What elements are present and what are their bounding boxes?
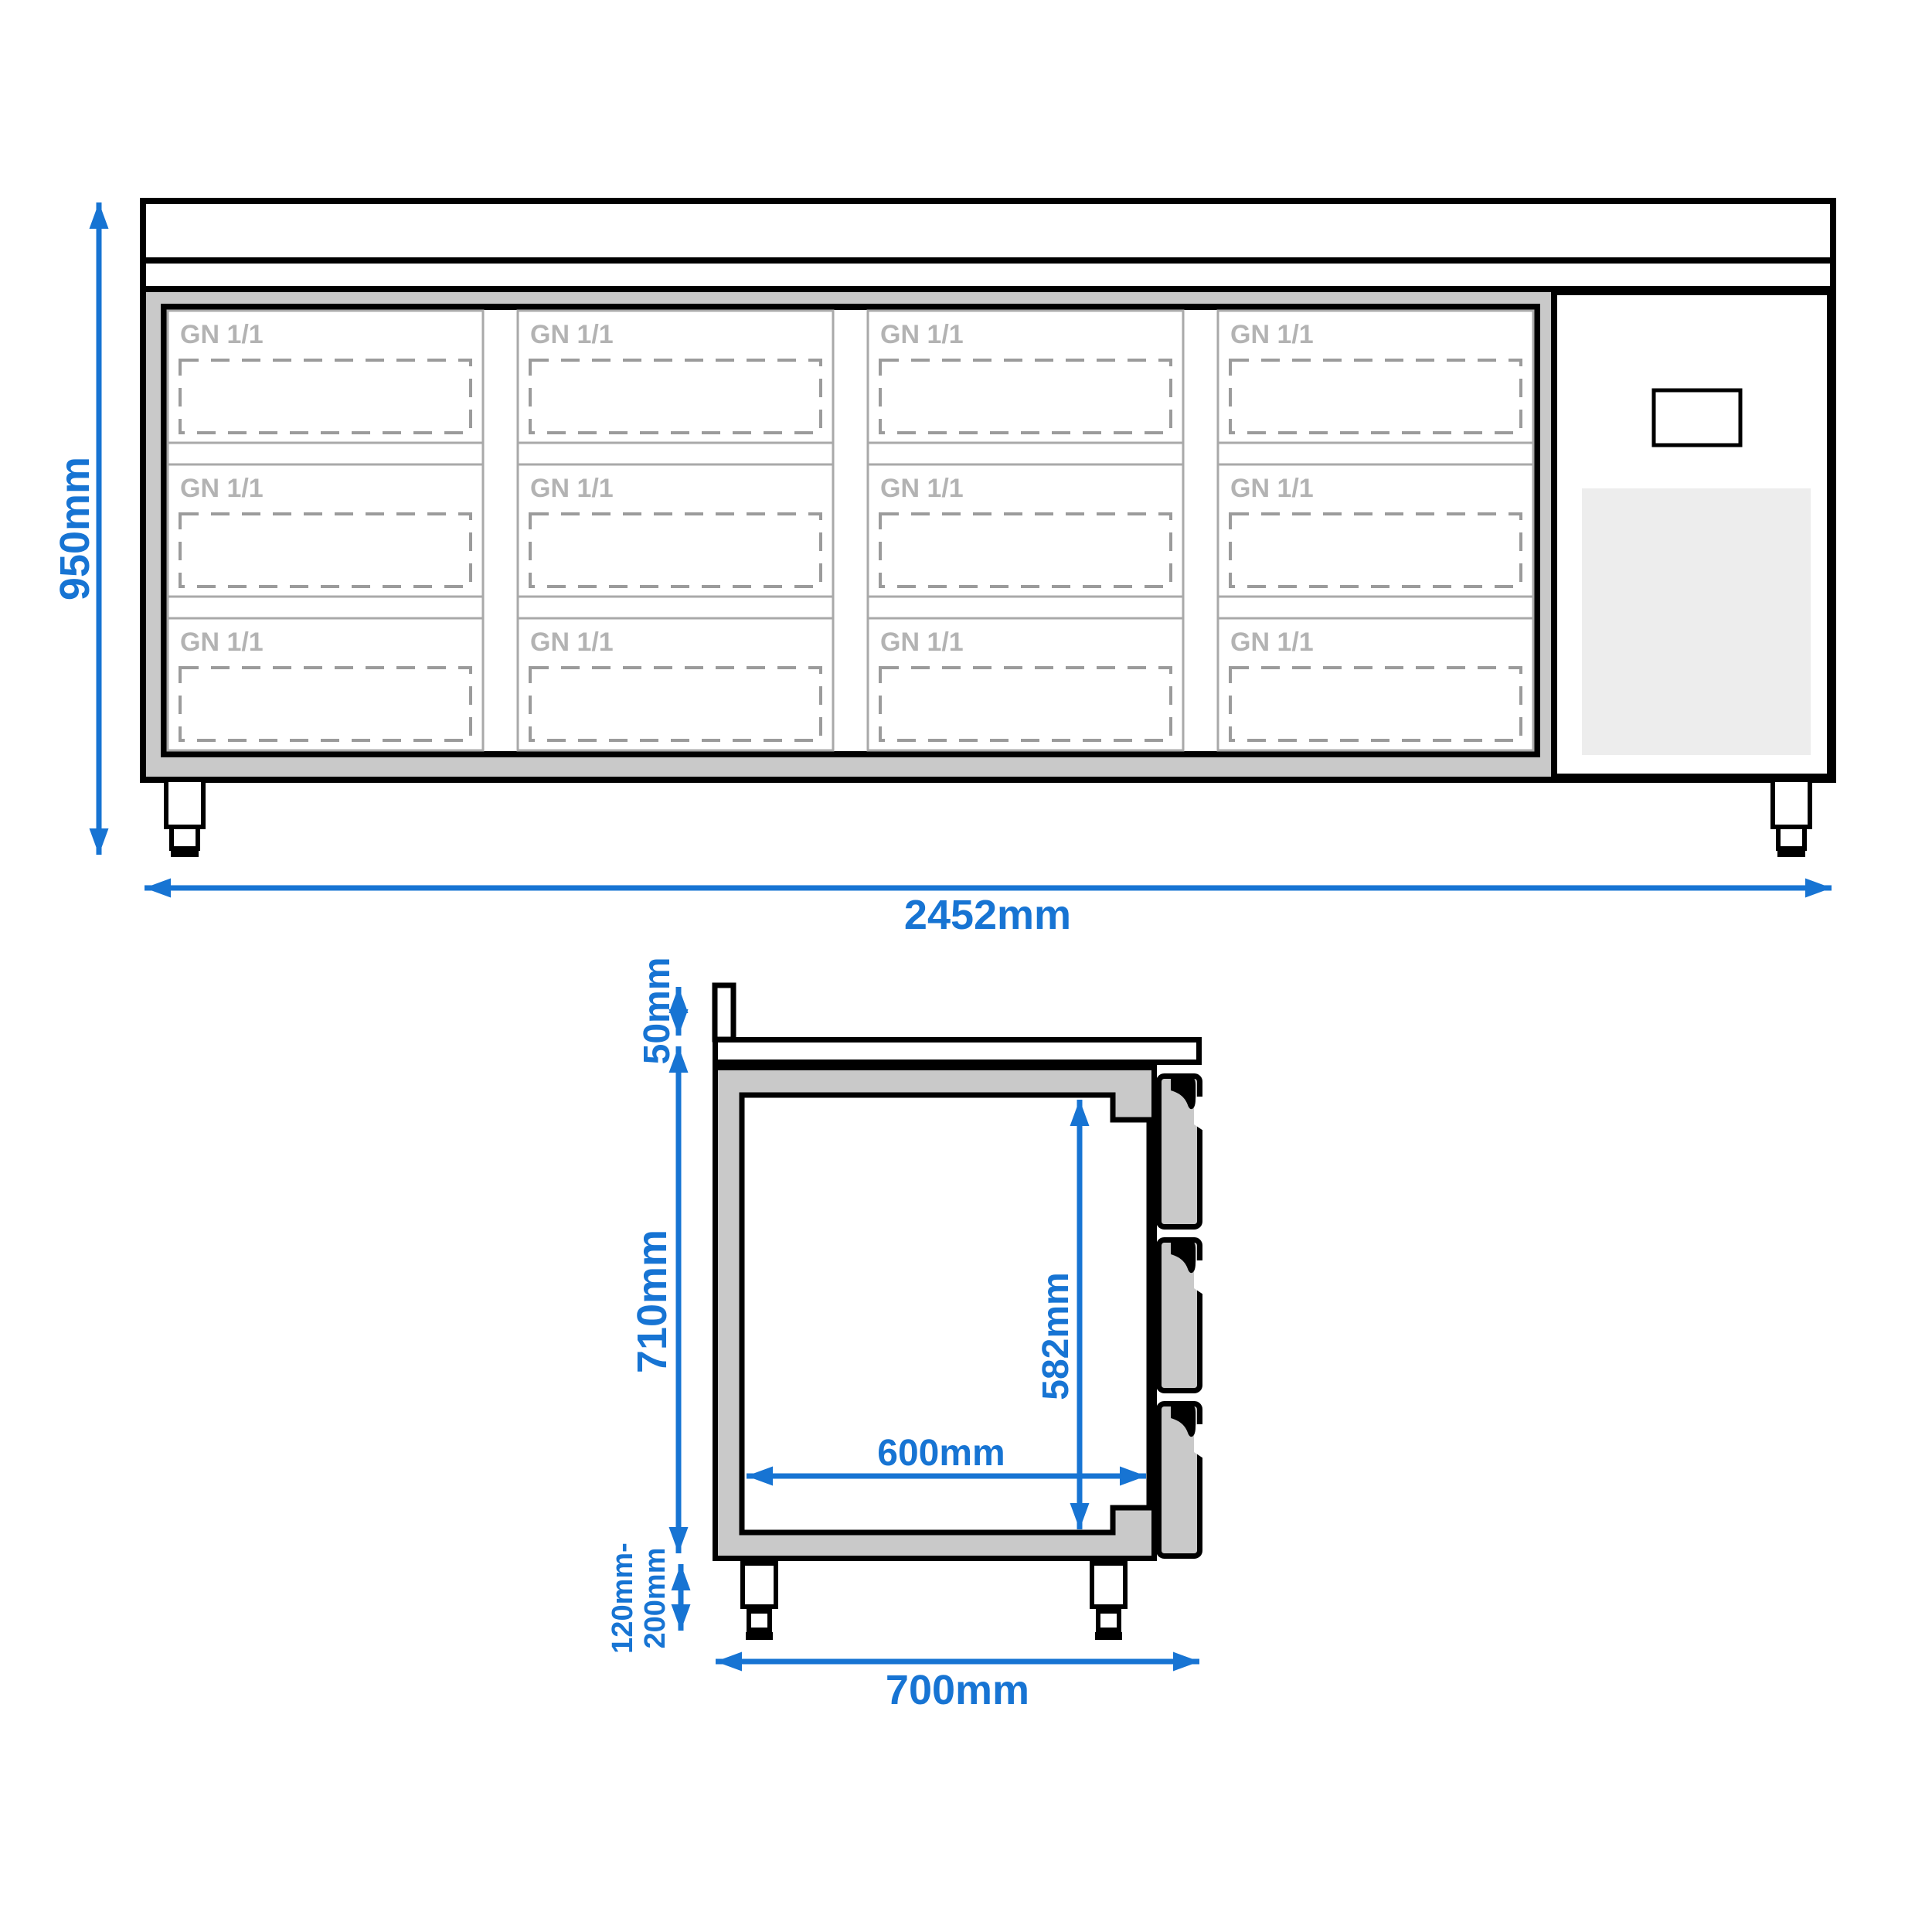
leg-height-dimension: 120mm- 200mm: [607, 1543, 691, 1654]
handle-notch: [1194, 1097, 1203, 1131]
leg-lower: [1096, 1609, 1121, 1632]
drawer-label: GN 1/1: [180, 474, 264, 503]
handle-hook: [1171, 1404, 1196, 1437]
gn-pan-outline: [1229, 359, 1522, 434]
worktop-side: [713, 1037, 1202, 1065]
width-dimension-label: 2452mm: [904, 892, 1071, 938]
drawer-label: GN 1/1: [880, 474, 964, 503]
drawer-label: GN 1/1: [880, 628, 964, 657]
interior-height-dimension: 582mm: [1036, 1100, 1090, 1529]
drawer-face: [516, 309, 835, 444]
width-dimension: 2452mm: [145, 878, 1832, 938]
drawer-face: [1216, 617, 1535, 752]
drawer-front-profile-3: [1156, 1401, 1203, 1559]
gn-pan-outline: [529, 666, 822, 742]
side-leg-right: [1090, 1561, 1128, 1640]
leg-upper: [740, 1561, 778, 1609]
front-view: GN 1/1 GN 1/1 GN 1/1 GN 1/1 GN 1/1 GN 1/1 GN 1…: [52, 198, 1836, 938]
drawer-face: [516, 617, 835, 752]
leg-lower: [169, 825, 200, 851]
side-view: 50mm 710mm 120mm- 200mm 600mm 582mm 700m…: [607, 957, 1203, 1713]
leg-foot: [746, 1632, 773, 1640]
drawer-front-profile-2: [1156, 1237, 1203, 1393]
interior-cavity: [739, 1092, 1152, 1536]
leg-lower: [1776, 825, 1807, 851]
drawer-face: [166, 617, 485, 752]
interior-width-label: 600mm: [877, 1433, 1005, 1474]
worktop-edge-band: [140, 257, 1836, 292]
backsplash-side: [712, 982, 736, 1043]
gn-pan-outline: [1229, 666, 1522, 742]
front-leg-left: [164, 777, 206, 857]
handle-notch: [1194, 1424, 1203, 1458]
drawer-label: GN 1/1: [530, 474, 614, 503]
gn-pan-outline: [879, 666, 1172, 742]
drawer-label: GN 1/1: [1230, 320, 1314, 349]
drawer-face: [166, 309, 485, 444]
leg-height-label-min: 120mm-: [607, 1543, 639, 1654]
drawer-face: [516, 463, 835, 598]
drawer-front-body: [1156, 1073, 1202, 1230]
gn-pan-outline: [529, 359, 822, 434]
drawer-label: GN 1/1: [530, 628, 614, 657]
drawer-face: [866, 309, 1185, 444]
backsplash-height-dimension: 50mm: [637, 957, 689, 1065]
leg-foot: [1777, 849, 1805, 857]
drawer-label: GN 1/1: [1230, 628, 1314, 657]
drawer-face: [166, 463, 485, 598]
drawer-face: [1216, 309, 1535, 444]
height-dimension-label: 950mm: [52, 457, 98, 600]
control-display: [1651, 388, 1743, 447]
gn-pan-outline: [879, 512, 1172, 588]
handle-hook: [1171, 1077, 1196, 1110]
depth-label: 700mm: [886, 1667, 1029, 1713]
leg-upper: [164, 777, 206, 829]
gn-pan-outline: [179, 359, 472, 434]
interior-height-label: 582mm: [1036, 1272, 1077, 1400]
leg-lower: [747, 1609, 772, 1632]
drawer-label: GN 1/1: [180, 320, 264, 349]
gn-pan-outline: [179, 512, 472, 588]
drawer-label: GN 1/1: [1230, 474, 1314, 503]
gn-pan-outline: [1229, 512, 1522, 588]
ventilation-grille: [1582, 488, 1811, 755]
leg-foot: [1095, 1632, 1122, 1640]
drawer-label: GN 1/1: [530, 320, 614, 349]
drawer-grid: GN 1/1 GN 1/1 GN 1/1 GN 1/1 GN 1/1 GN 1/1 GN 1…: [166, 309, 1535, 752]
drawer-label: GN 1/1: [880, 320, 964, 349]
leg-upper: [1090, 1561, 1128, 1609]
drawer-face: [866, 463, 1185, 598]
handle-hook: [1171, 1240, 1196, 1274]
worktop-front: [140, 198, 1836, 264]
leg-height-label-max: 200mm: [639, 1548, 672, 1649]
backsplash-height-label: 50mm: [637, 957, 678, 1065]
leg-foot: [171, 849, 199, 857]
drawer-front-profile-1: [1156, 1073, 1203, 1230]
drawer-front-body: [1156, 1237, 1202, 1393]
body-height-label: 710mm: [629, 1230, 675, 1373]
gn-pan-outline: [529, 512, 822, 588]
drawer-face: [866, 617, 1185, 752]
body-height-dimension: 710mm: [629, 1046, 689, 1553]
drawer-front-body: [1156, 1401, 1202, 1559]
leg-upper: [1770, 777, 1812, 829]
depth-dimension: 700mm: [716, 1651, 1199, 1713]
drawer-face: [1216, 463, 1535, 598]
handle-notch: [1194, 1260, 1203, 1294]
drawer-label: GN 1/1: [180, 628, 264, 657]
gn-pan-outline: [879, 359, 1172, 434]
interior-width-dimension: 600mm: [747, 1433, 1146, 1486]
side-leg-left: [740, 1561, 778, 1640]
gn-pan-outline: [179, 666, 472, 742]
front-leg-right: [1770, 777, 1812, 857]
height-dimension: 950mm: [52, 202, 109, 855]
